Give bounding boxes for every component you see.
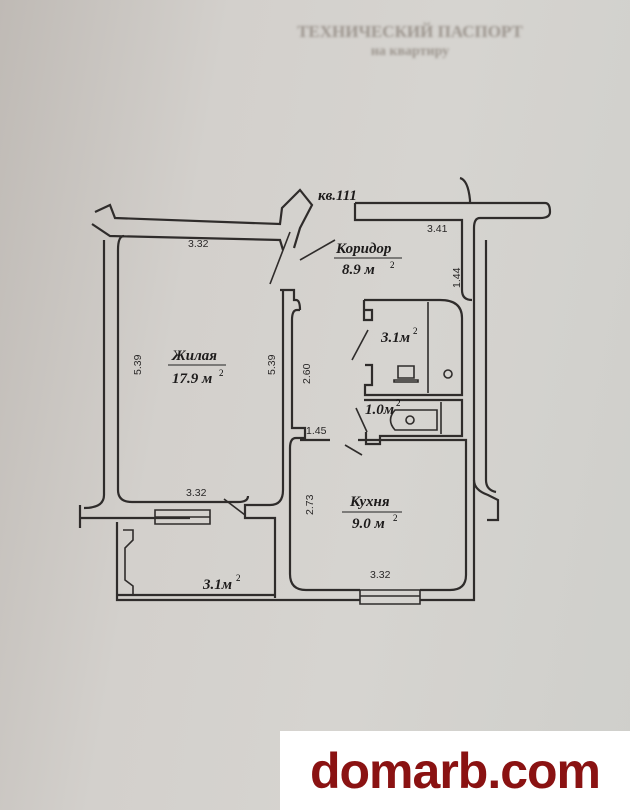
area-unit-sup: 2	[393, 513, 398, 523]
area-unit-sup: 2	[219, 368, 224, 378]
dim-living-right: 5.39	[266, 354, 278, 375]
dim-kitchen-left: 2.73	[304, 494, 316, 515]
room-area: 9.0 м	[352, 516, 385, 532]
room-balcony: 3.1м 2	[202, 573, 241, 593]
area-unit-sup: 2	[413, 326, 418, 336]
room-area: 17.9 м	[172, 371, 212, 387]
room-corridor: Коридор 8.9 м 2	[334, 241, 402, 278]
room-area: 8.9 м	[342, 262, 375, 278]
watermark: domarb.com	[280, 731, 630, 810]
room-toilet: 1.0м 2	[365, 398, 401, 418]
room-name: Кухня	[349, 494, 390, 510]
walls	[78, 176, 552, 605]
dim-living-left: 5.39	[132, 354, 144, 375]
room-living: Жилая 17.9 м 2	[168, 348, 226, 387]
dim-living-top: 3.32	[188, 238, 209, 250]
dim-corridor-top: 3.41	[427, 223, 448, 235]
dim-corridor-left: 2.60	[301, 363, 313, 384]
room-name: Коридор	[335, 241, 392, 257]
room-area: 3.1м	[380, 330, 410, 346]
area-unit-sup: 2	[396, 398, 401, 408]
area-unit-sup: 2	[236, 573, 241, 583]
room-area: 3.1м	[202, 577, 232, 593]
document-subtitle: на квартиру	[370, 44, 450, 59]
room-area: 1.0м	[365, 402, 394, 418]
watermark-text: domarb.com	[309, 742, 601, 799]
document-title: ТЕХНИЧЕСКИЙ ПАСПОРТ	[297, 22, 523, 41]
dimensions: 3.32 5.39 5.39 3.32 3.41 1.44 2.60 1.45 …	[132, 223, 463, 581]
room-name: Жилая	[171, 348, 217, 364]
dim-corridor-bottom: 1.45	[306, 425, 327, 437]
dim-kitchen-bottom: 3.32	[370, 569, 391, 581]
dim-corridor-right: 1.44	[451, 267, 463, 288]
room-kitchen: Кухня 9.0 м 2	[342, 494, 402, 532]
area-unit-sup: 2	[390, 260, 395, 270]
dim-living-bottom: 3.32	[186, 487, 207, 499]
room-bathroom: 3.1м 2	[380, 326, 418, 346]
apartment-number: кв.111	[318, 188, 357, 204]
